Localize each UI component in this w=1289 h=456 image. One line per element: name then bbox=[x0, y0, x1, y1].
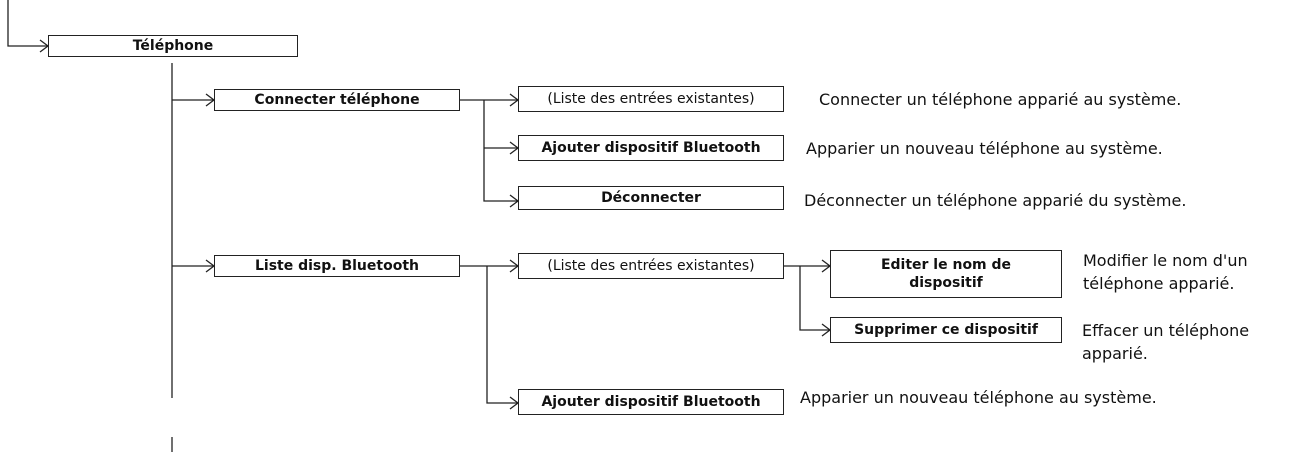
description-bt-add-bluetooth: Apparier un nouveau téléphone au système… bbox=[800, 388, 1157, 407]
description-connect-existing: Connecter un téléphone apparié au systèm… bbox=[819, 90, 1182, 109]
description-delete-device: Effacer un téléphone apparié. bbox=[1082, 319, 1249, 365]
menu-item-connect-phone[interactable]: Connecter téléphone bbox=[214, 89, 460, 111]
description-add-bluetooth: Apparier un nouveau téléphone au système… bbox=[806, 139, 1163, 158]
menu-item-edit-device-name[interactable]: Editer le nom de dispositif bbox=[830, 250, 1062, 298]
menu-item-delete-device[interactable]: Supprimer ce dispositif bbox=[830, 317, 1062, 343]
description-disconnect: Déconnecter un téléphone apparié du syst… bbox=[804, 191, 1187, 210]
menu-item-bt-existing-entries[interactable]: (Liste des entrées existantes) bbox=[518, 253, 784, 279]
delete-desc-line-1: Effacer un téléphone bbox=[1082, 321, 1250, 340]
menu-item-existing-entries[interactable]: (Liste des entrées existantes) bbox=[518, 86, 784, 112]
sub-vertical bbox=[799, 266, 830, 331]
menu-item-add-bluetooth-device[interactable]: Ajouter dispositif Bluetooth bbox=[518, 135, 784, 161]
menu-item-disconnect[interactable]: Déconnecter bbox=[518, 186, 784, 210]
edit-name-desc-line-1: Modifier le nom d'un bbox=[1083, 251, 1248, 270]
menu-item-telephone[interactable]: Téléphone bbox=[48, 35, 298, 57]
bt-vertical bbox=[486, 266, 518, 404]
menu-item-bluetooth-list[interactable]: Liste disp. Bluetooth bbox=[214, 255, 460, 277]
delete-desc-line-2: apparié. bbox=[1082, 344, 1148, 363]
menu-item-bt-add-bluetooth-device[interactable]: Ajouter dispositif Bluetooth bbox=[518, 389, 784, 415]
edit-name-line-2: dispositif bbox=[909, 275, 983, 291]
cp-vertical bbox=[483, 100, 518, 202]
description-edit-name: Modifier le nom d'un téléphone apparié. bbox=[1083, 249, 1248, 295]
edit-name-desc-line-2: téléphone apparié. bbox=[1083, 274, 1235, 293]
root-connector bbox=[7, 0, 48, 47]
edit-name-line-1: Editer le nom de bbox=[880, 257, 1012, 273]
